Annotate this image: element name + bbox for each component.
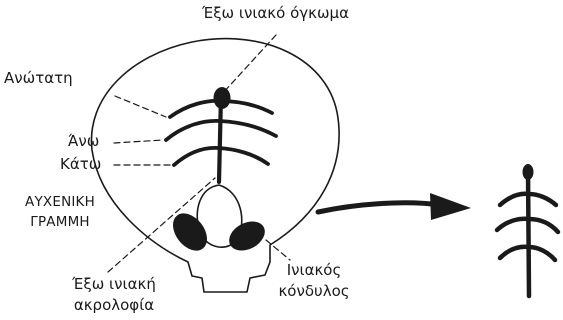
label-external-occipital-crest: Έξω ινιακή ακρολοφία	[62, 275, 166, 314]
label-occipital-condyle: Ινιακός κόνδυλος	[264, 261, 364, 300]
label-superior-nuchal-line: Άνω	[68, 132, 99, 150]
label-external-occipital-protuberance: Έξω ινιακό όγκωμα	[202, 4, 349, 22]
leader-superior	[114, 140, 163, 143]
label-condyle-line1: Ινιακός	[264, 261, 364, 279]
external-occipital-protuberance	[214, 87, 231, 109]
arrow-right-icon	[318, 203, 440, 212]
label-crest-line2: ακρολοφία	[62, 296, 166, 314]
fishbone-icon	[497, 171, 558, 296]
label-nuchal-lines-line1: ΑΥΧΕΝΙΚΗ	[12, 193, 108, 211]
arrow-head	[430, 193, 471, 220]
occipital-condyle-right	[224, 216, 270, 257]
label-inferior-nuchal-line: Κάτω	[60, 155, 101, 173]
label-nuchal-lines-line2: ΓΡΑΜΜΗ	[12, 213, 108, 231]
label-crest-line1: Έξω ινιακή	[62, 275, 166, 293]
leader-protuberance	[222, 35, 276, 94]
label-highest-nuchal-line: Ανώτατη	[4, 69, 73, 87]
leader-highest	[115, 96, 166, 117]
label-condyle-line2: κόνδυλος	[264, 282, 364, 300]
label-nuchal-lines-title: ΑΥΧΕΝΙΚΗ ΓΡΑΜΜΗ	[12, 193, 108, 231]
occipital-condyle-left	[166, 207, 214, 257]
